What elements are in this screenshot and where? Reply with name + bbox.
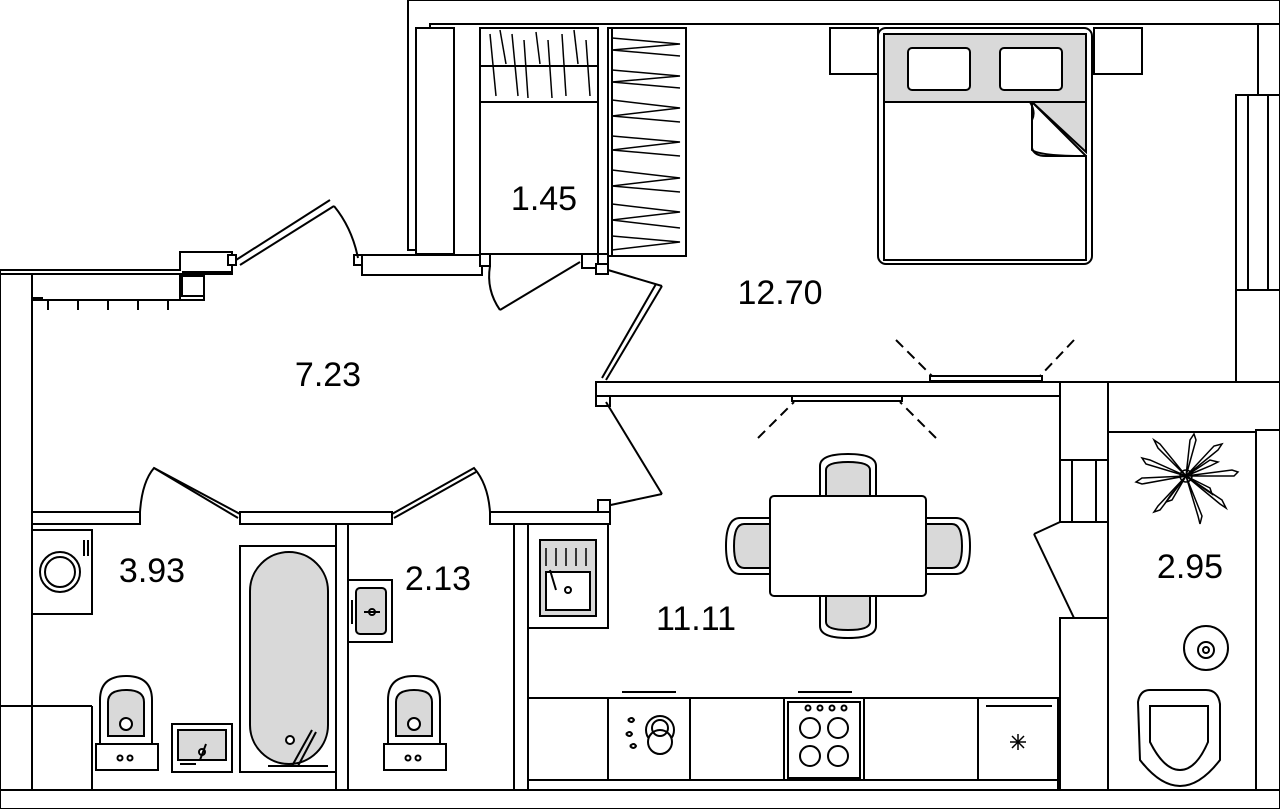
area-labels: 1.45 12.70 7.23 3.93 2.13 11.11 2.95 (119, 180, 1223, 638)
toilet-room-toilet-icon (383, 674, 447, 771)
area-label-bedroom: 12.70 (737, 274, 822, 312)
stove-icon (787, 701, 861, 779)
dishwasher-icon (625, 715, 675, 755)
toilet-sink-icon (347, 579, 393, 643)
plant-icon (1134, 432, 1240, 525)
bathtub-icon (239, 545, 337, 773)
balcony-door (1033, 521, 1075, 619)
fridge-icon (1010, 734, 1026, 750)
bedroom (595, 27, 1143, 382)
balcony-furniture (1107, 431, 1256, 790)
area-label-balcony: 2.95 (1157, 548, 1223, 586)
washing-machine-icon (31, 529, 93, 615)
toilet-icon (95, 674, 159, 771)
bathroom-walls (0, 466, 611, 791)
area-label-toilet: 2.13 (405, 560, 471, 598)
area-label-kitchen: 11.11 (656, 600, 736, 638)
area-label-hallway: 7.23 (295, 356, 361, 394)
sink-icon (171, 723, 233, 773)
hallway-entrance-walls (32, 27, 483, 310)
storage-room (479, 27, 599, 311)
dining-table-icon (724, 452, 972, 640)
wardrobe (597, 27, 687, 273)
bedroom-kitchen-wall (595, 381, 1061, 397)
area-label-bathroom: 3.93 (119, 552, 185, 590)
area-label-storage: 1.45 (511, 180, 577, 218)
